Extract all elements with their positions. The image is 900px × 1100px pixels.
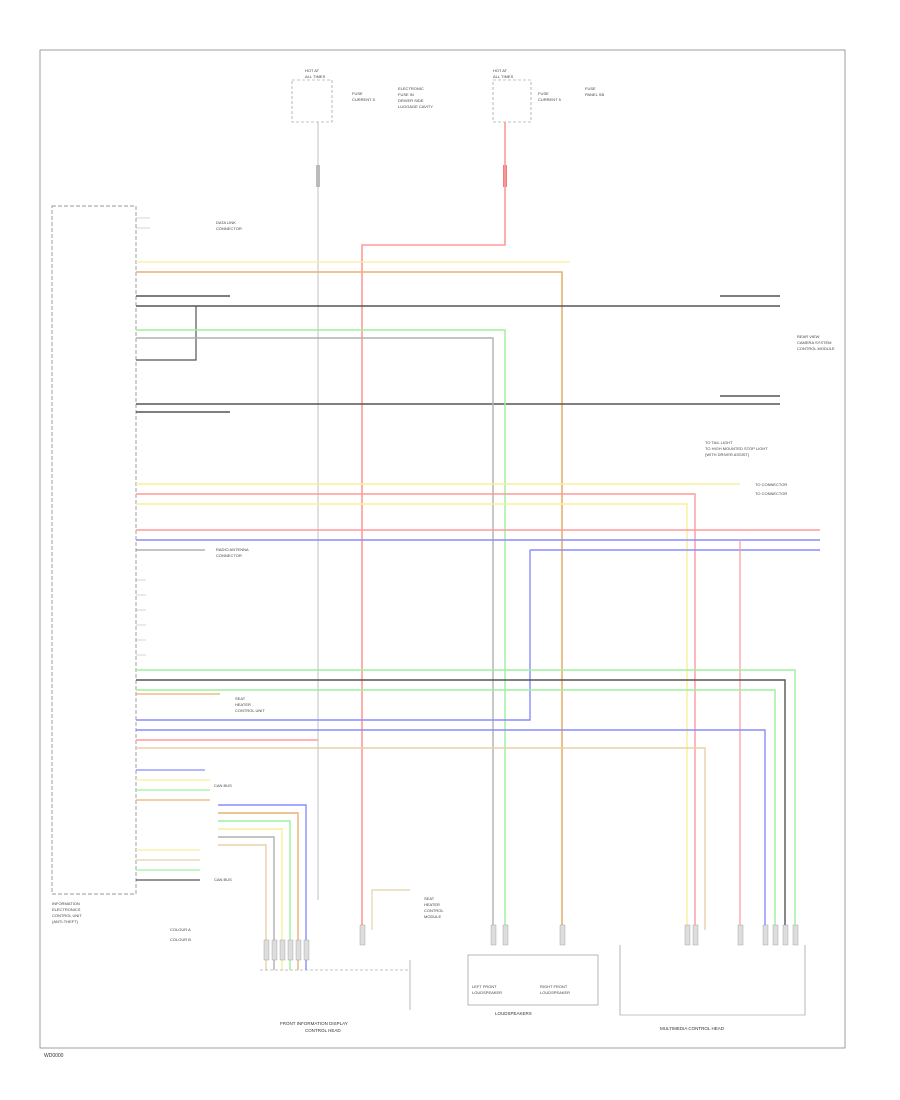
svg-text:CONTROL: CONTROL bbox=[424, 908, 444, 913]
svg-text:SEAT: SEAT bbox=[424, 896, 435, 901]
module-pins bbox=[136, 217, 150, 656]
svg-text:MULTIMEDIA CONTROL HEAD: MULTIMEDIA CONTROL HEAD bbox=[660, 1026, 725, 1031]
wires-yellow-red bbox=[136, 483, 740, 930]
note-2: COLOUR B bbox=[170, 937, 191, 942]
svg-text:TO HIGH MOUNTED STOP LIGHT: TO HIGH MOUNTED STOP LIGHT bbox=[705, 446, 768, 451]
wire-green-speaker bbox=[136, 329, 506, 930]
svg-text:FUSE: FUSE bbox=[585, 86, 596, 91]
module-label: INFORMATION ELECTRONICS CONTROL UNIT (AN… bbox=[52, 901, 82, 924]
svg-text:ALL TIMES: ALL TIMES bbox=[493, 74, 514, 79]
radio-ant-label: RADIO ANTENNA bbox=[216, 547, 249, 552]
multimedia-control-head: MULTIMEDIA CONTROL HEAD bbox=[619, 945, 806, 1031]
connector-stubs bbox=[263, 924, 799, 961]
svg-text:FUSE: FUSE bbox=[538, 91, 549, 96]
svg-text:(WITH DRIVER ASSIST): (WITH DRIVER ASSIST) bbox=[705, 452, 750, 457]
svg-text:DRIVER SIDE: DRIVER SIDE bbox=[398, 98, 424, 103]
svg-text:FRONT INFORMATION DISPLAY: FRONT INFORMATION DISPLAY bbox=[280, 1021, 348, 1026]
svg-text:REAR VIEW: REAR VIEW bbox=[797, 334, 820, 339]
svg-text:CAMERA SYSTEM: CAMERA SYSTEM bbox=[797, 340, 831, 345]
svg-text:INFORMATION: INFORMATION bbox=[52, 901, 80, 906]
info-electronics-module bbox=[51, 205, 137, 895]
connector-b-label: TO CONNECTOR bbox=[755, 491, 787, 496]
svg-text:SEAT: SEAT bbox=[235, 696, 246, 701]
svg-text:PANEL SB: PANEL SB bbox=[585, 92, 604, 97]
svg-text:RIGHT FRONT: RIGHT FRONT bbox=[540, 984, 568, 989]
wire-blue-drop bbox=[136, 550, 531, 721]
front-display-connector: FRONT INFORMATION DISPLAY CONTROL HEAD bbox=[260, 960, 411, 1033]
tail-light-label: TO TAIL LIGHT TO HIGH MOUNTED STOP LIGHT… bbox=[705, 440, 768, 457]
diagram-border bbox=[39, 49, 846, 1049]
fuse-right: HOT AT ALL TIMES FUSE CURRENT 5 FUSE PAN… bbox=[492, 68, 604, 187]
svg-text:FUSE IN: FUSE IN bbox=[398, 92, 414, 97]
wire-orange bbox=[136, 271, 563, 930]
connector-a-label: TO CONNECTOR bbox=[755, 482, 787, 487]
data-link-label: DATA LINK CONNECTOR bbox=[216, 220, 242, 231]
can-bus-label-b: CAN BUS bbox=[214, 877, 232, 882]
svg-text:CONTROL UNIT: CONTROL UNIT bbox=[235, 708, 265, 713]
can-bus-wires bbox=[136, 295, 780, 413]
svg-text:DATA LINK: DATA LINK bbox=[216, 220, 236, 225]
heat-seat-label: SEAT HEATER CONTROL UNIT bbox=[235, 696, 265, 713]
svg-text:HEATER: HEATER bbox=[424, 902, 440, 907]
svg-text:LUGGAGE CAVITY: LUGGAGE CAVITY bbox=[398, 104, 433, 109]
svg-text:CONTROL MODULE: CONTROL MODULE bbox=[797, 346, 835, 351]
can-bus-label-a: CAN BUS bbox=[214, 783, 232, 788]
radio-ant-label-2: CONNECTOR bbox=[216, 553, 242, 558]
svg-text:(ANTI-THEFT): (ANTI-THEFT) bbox=[52, 919, 79, 924]
svg-text:FUSE: FUSE bbox=[352, 91, 363, 96]
svg-text:TO TAIL LIGHT: TO TAIL LIGHT bbox=[705, 440, 733, 445]
svg-text:CURRENT 5: CURRENT 5 bbox=[538, 97, 562, 102]
svg-text:HOT AT: HOT AT bbox=[493, 68, 508, 73]
loudspeakers: LEFT FRONT LOUDSPEAKER RIGHT FRONT LOUDS… bbox=[467, 954, 599, 1016]
seat-heater-module: SEAT HEATER CONTROL MODULE bbox=[371, 889, 444, 930]
svg-text:LOUDSPEAKERS: LOUDSPEAKERS bbox=[495, 1011, 532, 1016]
front-display-wires bbox=[136, 769, 307, 970]
svg-text:CONTROL HEAD: CONTROL HEAD bbox=[305, 1028, 341, 1033]
svg-text:ELECTRONICS: ELECTRONICS bbox=[52, 907, 81, 912]
svg-text:MODULE: MODULE bbox=[424, 914, 441, 919]
svg-text:CONNECTOR: CONNECTOR bbox=[216, 226, 242, 231]
fuse-left: HOT AT ALL TIMES FUSE CURRENT 5 ELECTRON… bbox=[291, 68, 433, 900]
rear-view-camera: REAR VIEW CAMERA SYSTEM CONTROL MODULE bbox=[797, 334, 835, 351]
svg-text:CONTROL UNIT: CONTROL UNIT bbox=[52, 913, 82, 918]
svg-text:ALL TIMES: ALL TIMES bbox=[305, 74, 326, 79]
svg-text:LOUDSPEAKER: LOUDSPEAKER bbox=[540, 990, 570, 995]
figure-code: WD0000 bbox=[44, 1053, 64, 1059]
svg-text:LEFT FRONT: LEFT FRONT bbox=[472, 984, 497, 989]
svg-text:LOUDSPEAKER: LOUDSPEAKER bbox=[472, 990, 502, 995]
svg-text:HOT AT: HOT AT bbox=[305, 68, 320, 73]
svg-text:HEATER: HEATER bbox=[235, 702, 251, 707]
note-1: COLOUR A bbox=[170, 927, 191, 932]
svg-text:ELECTRONIC: ELECTRONIC bbox=[398, 86, 424, 91]
wire-red-power bbox=[361, 122, 506, 930]
multimedia-bus bbox=[136, 669, 796, 930]
wire-gray-speaker bbox=[136, 337, 494, 930]
svg-text:CURRENT 5: CURRENT 5 bbox=[352, 97, 376, 102]
